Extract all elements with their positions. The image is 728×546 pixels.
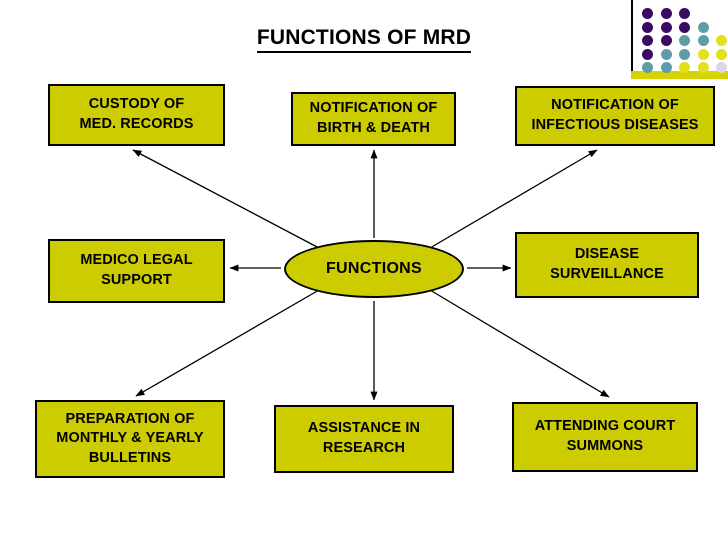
logo-dot-purple [642, 8, 653, 19]
logo-vertical-rule [631, 0, 633, 72]
logo-dot-teal [642, 62, 653, 73]
node-label-block: DISEASE SURVEILLANCE [517, 245, 697, 284]
node-label-block: NOTIFICATION OF INFECTIOUS DISEASES [517, 96, 713, 135]
node-label-line: PREPARATION OF [65, 410, 195, 427]
logo-dot-purple [642, 35, 653, 46]
node-label-block: CUSTODY OF MED. RECORDS [50, 95, 223, 134]
node-label-line: NOTIFICATION OF [309, 100, 438, 117]
logo-dot-teal [697, 35, 709, 46]
center-node-label: FUNCTIONS [325, 260, 423, 277]
node-label-line: RESEARCH [322, 440, 406, 456]
node-label-line: SURVEILLANCE [550, 266, 664, 282]
logo-dot-yellow [716, 48, 727, 60]
node-label-line: MED. RECORDS [79, 116, 194, 132]
node-assistance-in-research[interactable]: ASSISTANCE IN RESEARCH [274, 405, 454, 473]
node-label-line: SUMMONS [566, 438, 644, 454]
logo-dot-yellow [697, 62, 709, 73]
node-label-line: NOTIFICATION OF [551, 97, 679, 114]
logo-dot-purple [660, 8, 672, 19]
node-label-line: DISEASE [574, 246, 640, 263]
logo-dot-purple [679, 8, 690, 19]
logo-dot-teal [679, 35, 690, 46]
node-label-line: ATTENDING COURT [534, 418, 676, 435]
node-label-block: ASSISTANCE IN RESEARCH [276, 419, 452, 458]
logo-dot-lavender [716, 62, 727, 73]
node-label-line: INFECTIOUS DISEASES [531, 117, 699, 133]
logo-dot-yellow [716, 35, 727, 46]
connector-group [132, 149, 610, 401]
dot-grid-logo [631, 0, 728, 79]
node-notification-of-infectious-diseases[interactable]: NOTIFICATION OF INFECTIOUS DISEASES [515, 86, 715, 146]
logo-dot-purple [679, 21, 690, 33]
page-title-text: FUNCTIONS OF MRD [256, 26, 472, 53]
logo-dot-purple [660, 21, 672, 33]
node-label-line: ASSISTANCE IN [307, 420, 421, 437]
logo-dot-yellow [697, 48, 709, 60]
node-label-line: MEDICO LEGAL [80, 252, 193, 269]
node-label-block: PREPARATION OF MONTHLY & YEARLY BULLETINS [37, 410, 223, 469]
node-label-line: BULLETINS [88, 449, 172, 466]
node-custody-of-med-records[interactable]: CUSTODY OF MED. RECORDS [48, 84, 225, 146]
node-label-block: MEDICO LEGAL SUPPORT [50, 251, 223, 290]
node-preparation-of-bulletins[interactable]: PREPARATION OF MONTHLY & YEARLY BULLETINS [35, 400, 225, 478]
logo-dot-grid [642, 8, 728, 73]
node-notification-of-birth-death[interactable]: NOTIFICATION OF BIRTH & DEATH [291, 92, 456, 146]
node-attending-court-summons[interactable]: ATTENDING COURT SUMMONS [512, 402, 698, 472]
connector-to-custody-of-med-records [132, 149, 320, 249]
logo-yellow-bar [631, 71, 728, 79]
logo-dot-teal [660, 62, 672, 73]
logo-dot-purple [660, 35, 672, 46]
node-label-line: CUSTODY OF [88, 96, 185, 113]
node-label-block: NOTIFICATION OF BIRTH & DEATH [293, 99, 454, 138]
node-label-line: SUPPORT [101, 272, 172, 288]
logo-dot-purple [642, 21, 653, 33]
connector-to-preparation-of-bulletins [135, 289, 320, 397]
logo-dot-yellow [679, 62, 690, 73]
logo-dot-teal [660, 48, 672, 60]
page-title: FUNCTIONS OF MRD [0, 26, 728, 53]
connector-to-notification-of-infectious [429, 149, 598, 249]
node-label-block: ATTENDING COURT SUMMONS [514, 417, 696, 456]
node-disease-surveillance[interactable]: DISEASE SURVEILLANCE [515, 232, 699, 298]
logo-dot-teal [697, 21, 709, 33]
node-medico-legal-support[interactable]: MEDICO LEGAL SUPPORT [48, 239, 225, 303]
logo-dot-teal [679, 48, 690, 60]
node-label-line: BIRTH & DEATH [317, 120, 430, 136]
logo-dot-purple [642, 48, 653, 60]
center-node-functions[interactable]: FUNCTIONS [284, 240, 464, 298]
connector-to-attending-court-summons [429, 289, 610, 398]
node-label-line: MONTHLY & YEARLY [56, 430, 204, 447]
